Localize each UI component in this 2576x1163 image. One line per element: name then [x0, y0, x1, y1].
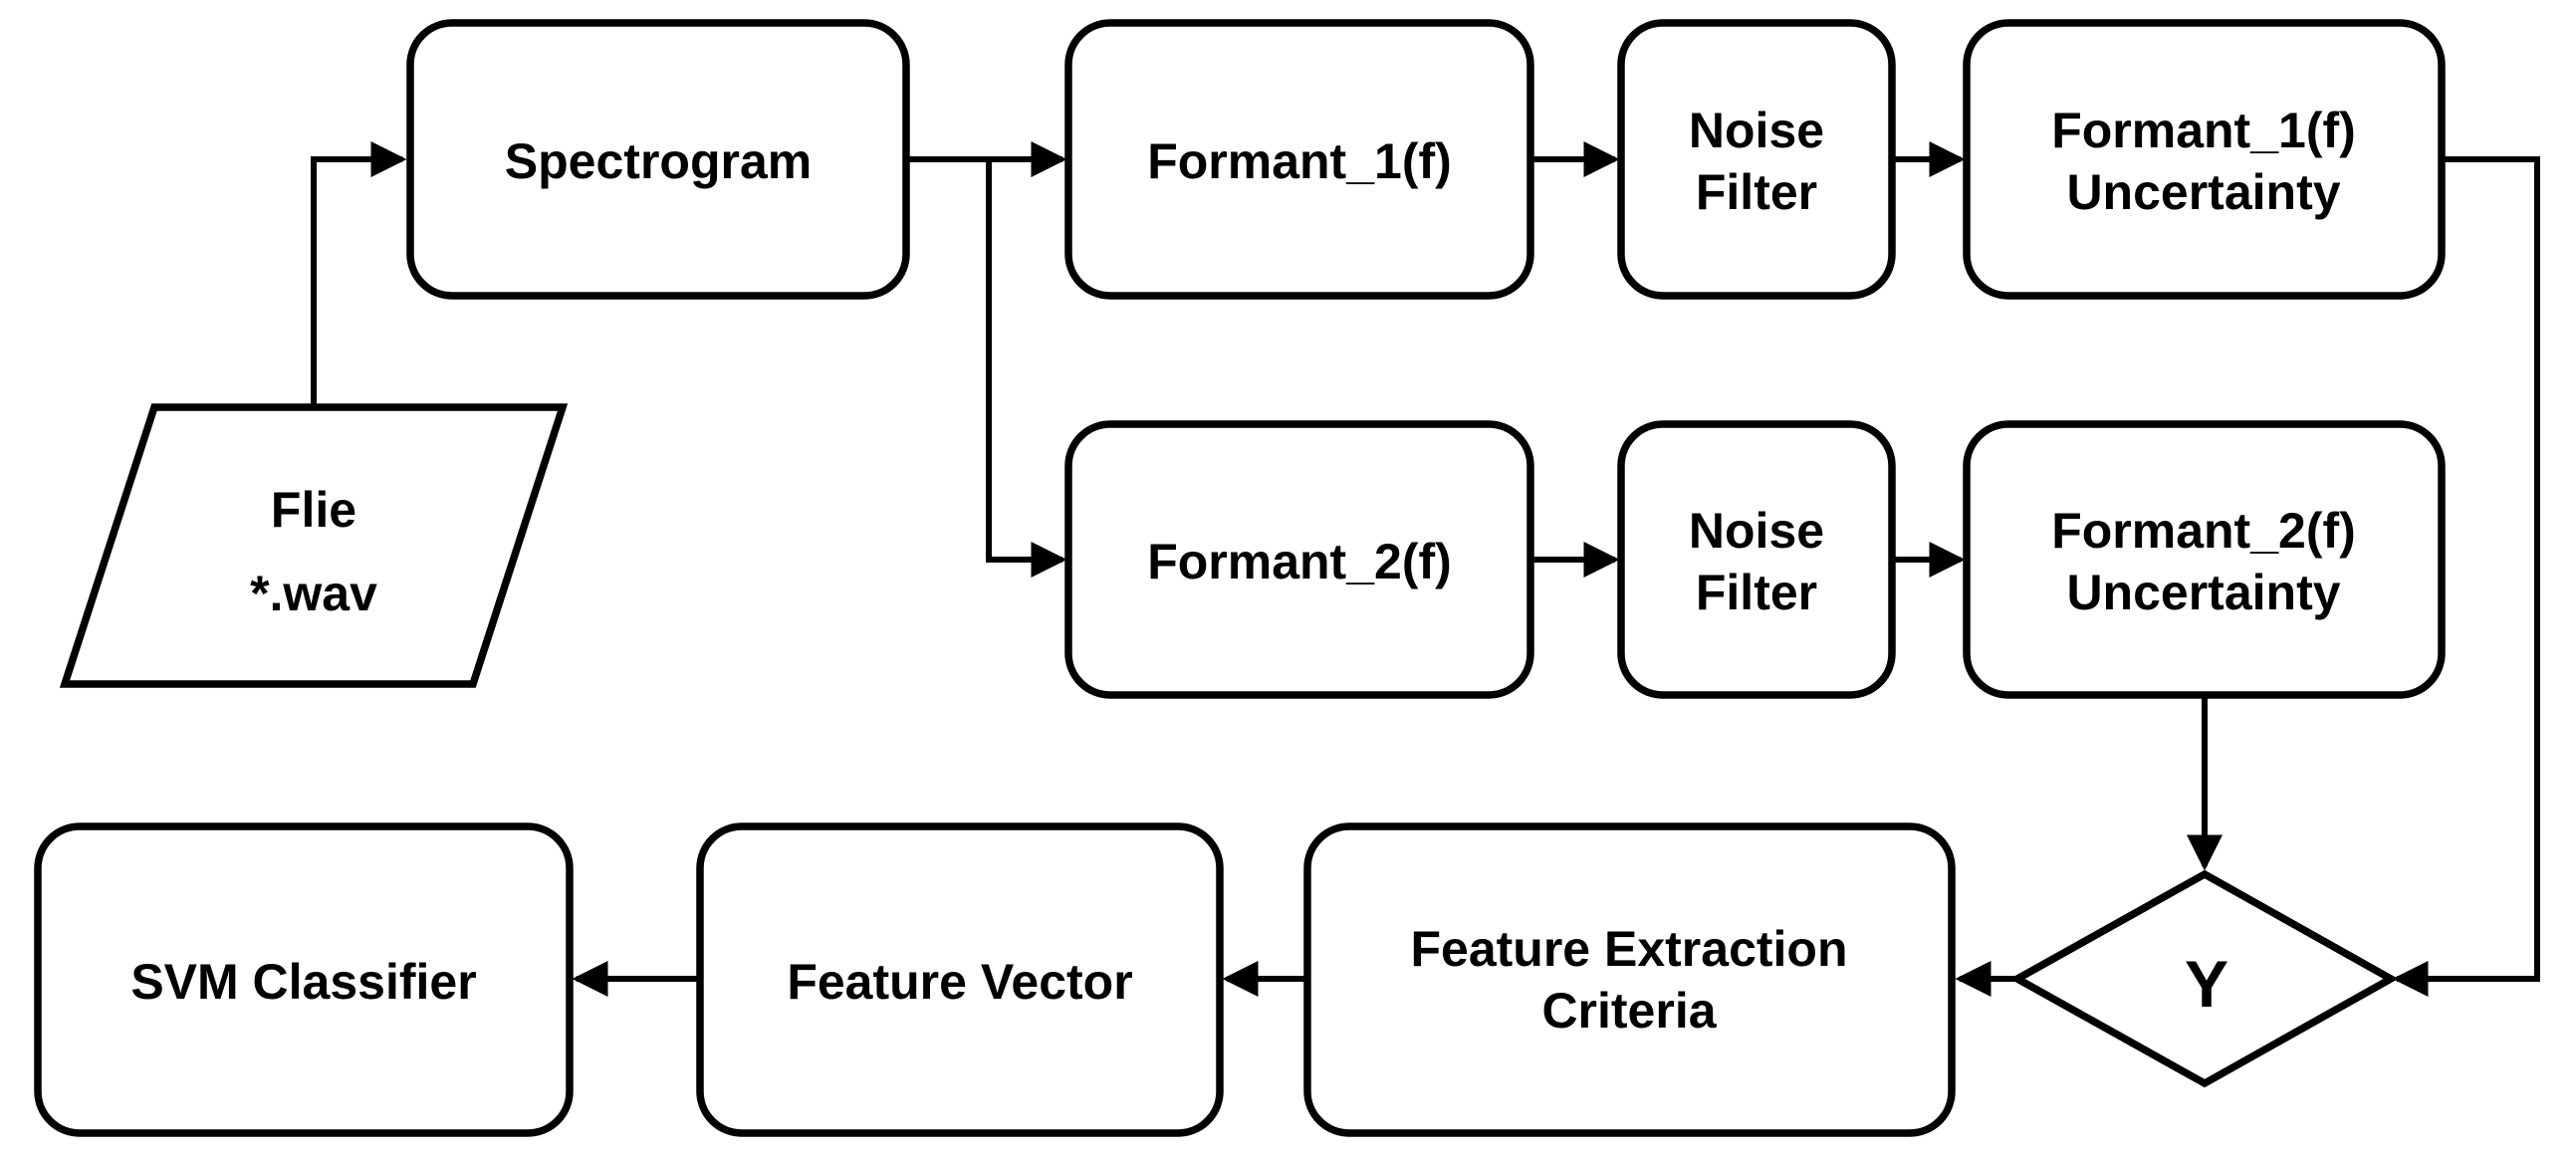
node-formant-2: Formant_2(f)	[1064, 420, 1534, 699]
node-formant-1: Formant_1(f)	[1064, 19, 1534, 300]
feature-vector-label: Feature Vector	[787, 954, 1132, 1010]
formant-1-label: Formant_1(f)	[1147, 133, 1452, 189]
node-formant-1-uncertainty: Formant_1(f) Uncertainty	[1963, 19, 2446, 300]
spectrogram-box	[406, 19, 910, 300]
noise-filter-2-label-line1: Noise	[1689, 503, 1824, 559]
formant-1-box	[1064, 19, 1534, 300]
feature-extraction-criteria-label-line2: Criteria	[1541, 983, 1717, 1039]
formant-1-uncertainty-label-line2: Uncertainty	[2066, 164, 2340, 220]
feature-vector-box	[696, 822, 1224, 1137]
edge-file-input-to-spectrogram	[311, 141, 407, 407]
decision-diamond	[2009, 869, 2399, 1088]
file-input-label-line1: Flie	[271, 482, 356, 538]
node-noise-filter-2: Noise Filter	[1617, 420, 1896, 699]
noise-filter-2-label-line2: Filter	[1696, 565, 1817, 620]
edge-formant-1-uncertainty-to-decision	[2392, 156, 2540, 997]
node-noise-filter-1: Noise Filter	[1617, 19, 1896, 300]
formant-2-box	[1064, 420, 1534, 699]
formant-2-uncertainty-box	[1963, 420, 2446, 699]
edges	[311, 141, 2540, 997]
node-file-input: Flie *.wav	[59, 403, 569, 688]
svm-classifier-label: SVM Classifier	[130, 954, 476, 1010]
spectrogram-label: Spectrogram	[505, 133, 812, 189]
feature-extraction-criteria-label-line1: Feature Extraction	[1410, 921, 1847, 977]
noise-filter-2-box	[1617, 420, 1896, 699]
decision-label: Y	[2185, 947, 2228, 1021]
node-feature-extraction-criteria: Feature Extraction Criteria	[1303, 822, 1956, 1137]
noise-filter-1-label-line1: Noise	[1689, 103, 1824, 158]
node-feature-vector: Feature Vector	[696, 822, 1224, 1137]
feature-extraction-criteria-box	[1303, 822, 1956, 1137]
file-input-label-line2: *.wav	[250, 566, 377, 621]
node-decision: Y	[2009, 869, 2399, 1088]
edge-spectrogram-to-formant-2	[986, 159, 1067, 578]
formant-1-uncertainty-label-line1: Formant_1(f)	[2051, 103, 2356, 158]
file-input-parallelogram	[59, 403, 569, 688]
noise-filter-1-box	[1617, 19, 1896, 300]
svm-classifier-box	[34, 822, 574, 1137]
formant-2-uncertainty-label-line1: Formant_2(f)	[2051, 503, 2356, 559]
node-formant-2-uncertainty: Formant_2(f) Uncertainty	[1963, 420, 2446, 699]
noise-filter-1-label-line2: Filter	[1696, 164, 1817, 220]
formant-2-label: Formant_2(f)	[1147, 534, 1452, 589]
node-svm-classifier: SVM Classifier	[34, 822, 574, 1137]
node-spectrogram: Spectrogram	[406, 19, 910, 300]
formant-1-uncertainty-box	[1963, 19, 2446, 300]
formant-2-uncertainty-label-line2: Uncertainty	[2066, 565, 2340, 620]
